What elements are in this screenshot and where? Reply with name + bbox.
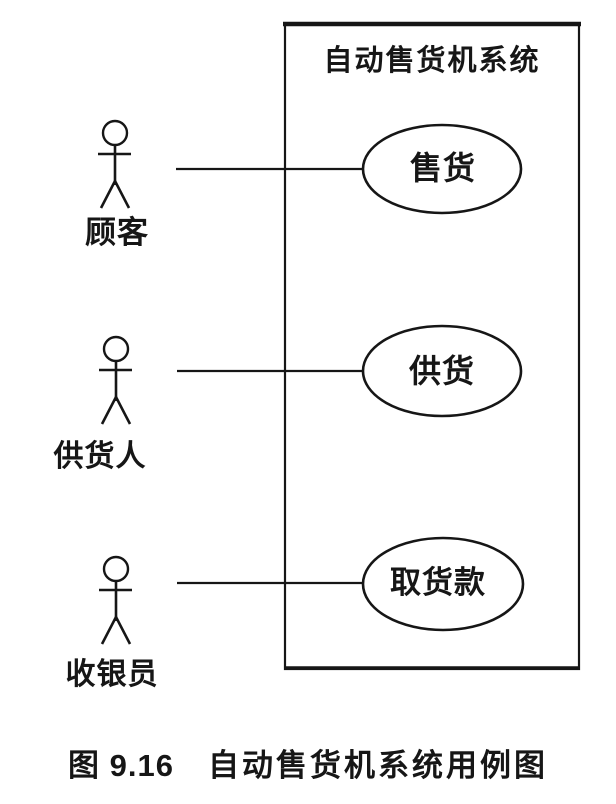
actor-label-cashier: 收银员 bbox=[65, 658, 159, 691]
usecase-label-sell: 售货 bbox=[409, 150, 476, 186]
usecase-label-collect: 取货款 bbox=[390, 565, 486, 600]
usecase-supply-ellipse bbox=[361, 324, 523, 418]
usecase-label-supply: 供货 bbox=[408, 353, 475, 389]
system-title: 自动售货机系统 bbox=[323, 45, 541, 77]
actor-customer-figure bbox=[98, 119, 131, 209]
actor-head bbox=[102, 555, 130, 583]
usecase-sell-ellipse bbox=[361, 123, 523, 215]
actor-head bbox=[101, 119, 129, 147]
actor-legs bbox=[100, 396, 132, 425]
figure-caption: 图 9.16 自动售货机系统用例图 bbox=[0, 740, 616, 785]
actor-supplier-figure bbox=[99, 335, 132, 425]
actor-head bbox=[102, 335, 130, 363]
actor-legs bbox=[99, 180, 131, 209]
actor-label-supplier: 供货人 bbox=[53, 440, 147, 473]
figure-title: 自动售货机系统用例图 bbox=[207, 748, 548, 783]
actor-label-customer: 顾客 bbox=[85, 215, 149, 250]
figure-number: 图 9.16 bbox=[68, 748, 174, 783]
actor-cashier-figure bbox=[99, 555, 132, 645]
actor-legs bbox=[100, 616, 132, 645]
usecase-collect-ellipse bbox=[361, 536, 525, 632]
